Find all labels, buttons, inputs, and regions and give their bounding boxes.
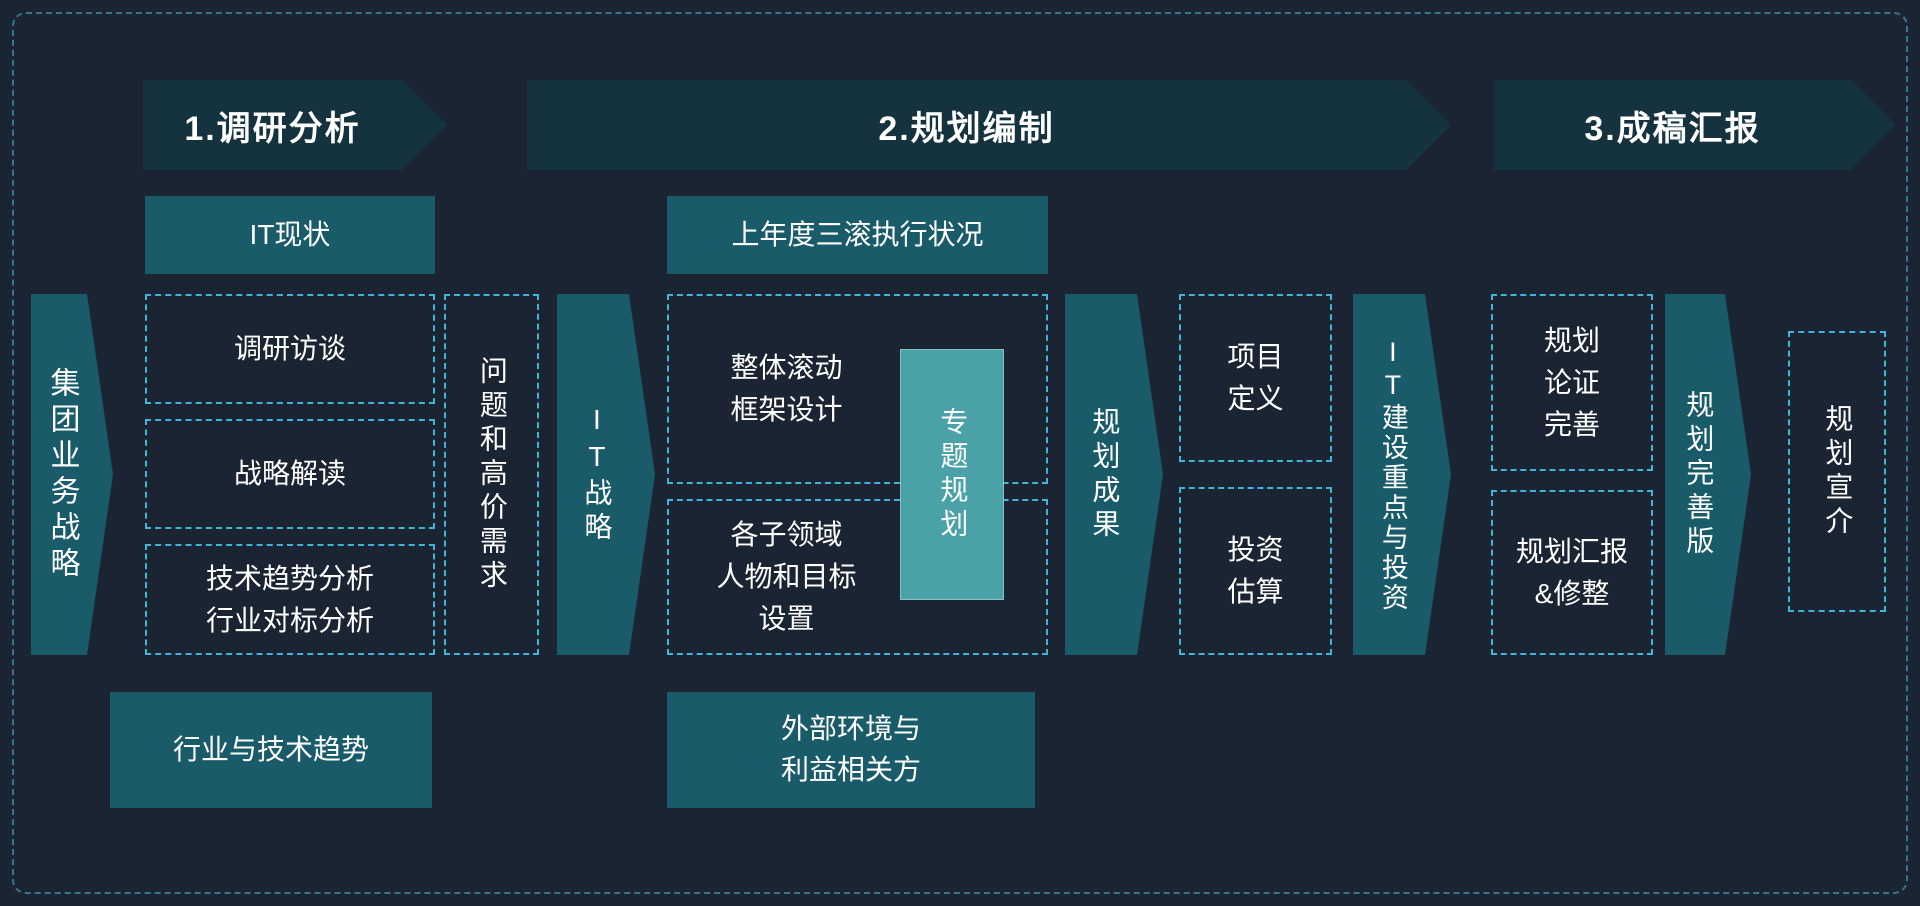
box-research-interview-label: 调研访谈 [233,333,346,364]
phase-header-research-label: 1.调研分析 [184,109,361,148]
box-industry-tech-trends: 行业与技术趋势 [110,692,432,808]
phase-header-final-report: 3.成稿汇报 [1494,80,1896,170]
box-plan-promotion: 规划宣介 [1788,331,1886,612]
box-project-definition-line2: 定义 [1227,383,1284,414]
box-plan-verification-line2: 论证 [1543,366,1600,398]
box-strategy-interpretation: 战略解读 [145,419,435,529]
box-research-interview: 调研访谈 [145,294,435,404]
plan-improved-version-arrow: 规划完善版 [1665,294,1751,655]
box-problems-high-value-needs: 问题和高价需求 [444,294,539,655]
box-last-year-rolling-execution-label: 上年度三滚执行状况 [731,218,984,250]
box-external-environment-stakeholders: 外部环境与 利益相关方 [667,692,1035,808]
group-business-strategy-label: 集团业务战略 [45,366,79,583]
box-external-environment-line1: 外部环境与 [780,713,921,745]
box-external-environment-line2: 利益相关方 [780,754,921,785]
box-subdomain-goals-line1: 各子领域 [730,519,843,550]
it-strategy-arrow: IT战略 [557,294,655,655]
box-overall-rolling-framework-line1: 整体滚动 [730,352,843,383]
box-last-year-rolling-execution: 上年度三滚执行状况 [667,196,1048,274]
box-industry-tech-trends-label: 行业与技术趋势 [172,733,369,765]
box-project-definition: 项目 定义 [1179,294,1332,462]
box-problems-high-value-needs-label: 问题和高价需求 [476,355,508,594]
phase-header-planning: 2.规划编制 [527,80,1451,170]
box-tech-trend-benchmark-analysis: 技术趋势分析 行业对标分析 [145,544,435,655]
group-business-strategy-arrow: 集团业务战略 [31,294,113,655]
plan-improved-version-label: 规划完善版 [1683,389,1715,560]
planning-results-arrow: 规划成果 [1065,294,1163,655]
it-strategy-label: IT战略 [581,403,613,546]
box-investment-estimate-line1: 投资 [1227,534,1284,565]
box-tech-trend-line2: 行业对标分析 [205,604,374,636]
box-project-definition-line1: 项目 [1227,341,1284,372]
box-subdomain-goals-line3: 设置 [758,603,815,634]
box-plan-promotion-label: 规划宣介 [1822,403,1854,540]
box-subdomain-goals-line2: 人物和目标 [716,561,857,592]
box-overall-rolling-framework-line2: 框架设计 [730,394,843,425]
box-tech-trend-line1: 技术趋势分析 [205,562,374,594]
box-special-topic-planning: 专题规划 [900,349,1004,600]
box-special-topic-planning-label: 专题规划 [937,406,969,543]
box-plan-report-revision-line2: &修整 [1534,577,1610,609]
phase-header-research: 1.调研分析 [143,80,447,170]
box-plan-verification-line1: 规划 [1543,324,1600,356]
box-plan-report-revision-line1: 规划汇报 [1515,535,1628,567]
box-strategy-interpretation-label: 战略解读 [233,458,346,489]
box-it-current-status: IT现状 [145,196,435,274]
box-it-current-status-label: IT现状 [249,218,331,250]
box-investment-estimate-line2: 估算 [1227,576,1284,607]
box-subdomain-goals-setting: 各子领域 人物和目标 设置 [667,499,1048,655]
phase-header-final-report-label: 3.成稿汇报 [1584,109,1761,148]
box-investment-estimate: 投资 估算 [1179,487,1332,655]
phase-header-planning-label: 2.规划编制 [878,109,1055,148]
it-construction-focus-investment-label: IT建设重点与投资 [1377,336,1408,613]
it-construction-focus-investment-arrow: IT建设重点与投资 [1353,294,1451,655]
planning-results-label: 规划成果 [1089,406,1121,543]
box-plan-verification-line3: 完善 [1543,408,1600,440]
box-overall-rolling-framework: 整体滚动 框架设计 [667,294,1048,484]
box-plan-report-revision: 规划汇报 &修整 [1491,490,1653,655]
box-plan-verification-improvement: 规划 论证 完善 [1491,294,1653,471]
